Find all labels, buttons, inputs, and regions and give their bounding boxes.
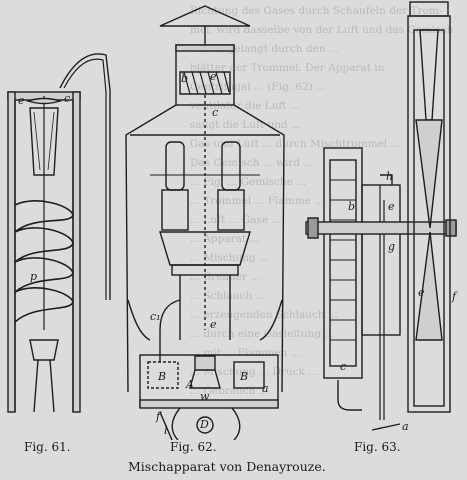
fig63-pointer-a	[371, 423, 401, 431]
bg-line: Gas und Luft ... durch Mischtrommel ...	[190, 138, 401, 150]
fig62-valve-body	[189, 369, 221, 389]
fig62-drawing: b e c c₁ e a B B w A f l D	[125, 5, 285, 440]
fig63-axle-nut-left	[307, 217, 319, 239]
fig62-chamber-right	[217, 189, 245, 231]
fig63-top-tube	[409, 1, 449, 17]
fig62-label-c: c	[212, 106, 218, 119]
fig62-label-A: A	[185, 378, 194, 391]
fig63-label-b: b	[348, 200, 355, 213]
fig62-burner	[196, 416, 214, 434]
fig62-turbine	[179, 71, 231, 95]
fig61-left-wall	[7, 91, 16, 413]
fig62-housing	[125, 104, 285, 393]
fig63-label-e-lower: e	[418, 286, 425, 299]
bg-line: mel, wird dasselbe von der Luft und das …	[190, 24, 454, 36]
fig62-chamber-left	[161, 189, 189, 231]
fig61-spiral	[14, 200, 74, 323]
fig63-blade-lower	[415, 231, 443, 341]
fig63-right-casing	[407, 15, 451, 413]
fig61-label-p: p	[30, 270, 37, 283]
fig62-label-c1: c₁	[150, 310, 161, 323]
fig62-label-a: a	[262, 382, 269, 395]
fig62-tube-right	[221, 141, 241, 191]
fig62-turbine-blades	[183, 71, 230, 95]
fig62-label-f: f	[155, 410, 162, 423]
fig62-elbow	[159, 299, 181, 362]
fig63-blade-top	[419, 29, 439, 121]
fig62-ring	[171, 264, 239, 276]
bg-line: ... mit ... Flammen ...	[190, 347, 301, 359]
fig62-pointer	[159, 411, 173, 440]
fig63-caption: Fig. 63.	[354, 440, 401, 454]
fig62-funnel	[159, 231, 251, 266]
fig62-base-right	[233, 361, 265, 389]
fig63-left-fins	[330, 179, 356, 341]
fig63-drawing: h e g b c a e f	[305, 1, 458, 433]
bg-line: ... Luft ... Gase ...	[190, 214, 282, 226]
bg-line: ... Brenner ...	[190, 271, 261, 283]
bg-line: ventilator die Luft ...	[190, 100, 300, 112]
fig63-axle	[305, 221, 457, 235]
fig63-center-box	[361, 184, 401, 336]
bg-line: ... Mischung ... Druck ...	[190, 366, 319, 378]
fig63-valve-top	[380, 174, 393, 185]
fig61-label-c: c	[64, 92, 70, 105]
fig63-blade-upper	[415, 119, 443, 229]
fig61-nozzle	[33, 359, 55, 413]
fig62-label-b: b	[181, 72, 188, 85]
fig61-label-e: e	[18, 94, 25, 107]
fig62-arrow-left	[127, 299, 151, 341]
fig62-label-w: w	[200, 390, 210, 403]
fig63-label-c: c	[340, 360, 346, 373]
fig62-tube-left	[165, 141, 185, 191]
fig63-label-f: f	[451, 290, 458, 303]
fig61-pipe-inner	[63, 58, 107, 300]
fig61-pipe	[59, 53, 111, 300]
fig62-label-l: l	[164, 424, 168, 437]
figure-title: Mischapparat von Denayrouze.	[128, 459, 326, 474]
fig63-label-g: g	[388, 240, 395, 253]
fig62-cap-cone	[159, 5, 251, 27]
fig62-label-B-right: B	[239, 370, 248, 383]
fig61-fan	[25, 97, 63, 105]
fig62-label-B-left: B	[157, 370, 166, 383]
bg-line: ... Schlauch ...	[190, 290, 266, 302]
bg-line: ... erzeugenden Schlauch ...	[190, 309, 339, 321]
fig61-right-wall	[72, 91, 81, 413]
bg-line: Centrifugal ... (Fig. 62) ...	[190, 81, 327, 93]
bg-line: Das Gemisch ... wird ...	[190, 157, 314, 169]
background-text: Richtung des Gases durch Schaufeln der T…	[190, 5, 454, 397]
bg-line: blätter der Trommel. Der Apparat in	[190, 62, 385, 74]
fig61-drawing: c e p	[7, 53, 111, 413]
fig62-label-D: D	[199, 418, 209, 431]
fig62-arrow-right	[259, 299, 283, 341]
fig61-cone	[29, 107, 59, 176]
fig62-neck	[179, 275, 231, 340]
fig63-label-e-top: e	[388, 200, 395, 213]
fig62-caption: Fig. 62.	[170, 440, 217, 454]
fig63-label-a: a	[402, 420, 409, 433]
fig61-nozzle-top	[29, 339, 59, 361]
fig62-base-plate	[139, 399, 279, 409]
fig63-label-h: h	[386, 170, 393, 183]
fig63-left-inner	[329, 159, 357, 367]
fig63-outlet	[337, 380, 362, 411]
figures-drawing: c e p	[7, 1, 458, 440]
fig62-top-box-rim	[175, 44, 235, 52]
bg-line: ... Apparat ...	[190, 233, 260, 245]
bg-line: ... Mischung ...	[190, 252, 270, 264]
fig62-stand	[171, 407, 241, 440]
fig61-cone-hatch	[33, 111, 55, 171]
bg-line: ... Fig. ... Gemische ...	[190, 176, 307, 188]
fig61-caption: Fig. 61.	[24, 440, 71, 454]
bg-line: ... Trommel ... Flamme ...	[190, 195, 325, 207]
bg-line: ... durch eine Gasleitung ...	[190, 328, 335, 340]
fig62-base-left	[147, 361, 179, 389]
bg-line: Richtung des Gases durch Schaufeln der T…	[190, 5, 443, 17]
fig62-label-e-mid: e	[210, 318, 217, 331]
fig63-axle-nut-right	[445, 219, 457, 237]
fig62-label-e-top: e	[210, 70, 217, 83]
fig62-valve	[194, 355, 216, 371]
